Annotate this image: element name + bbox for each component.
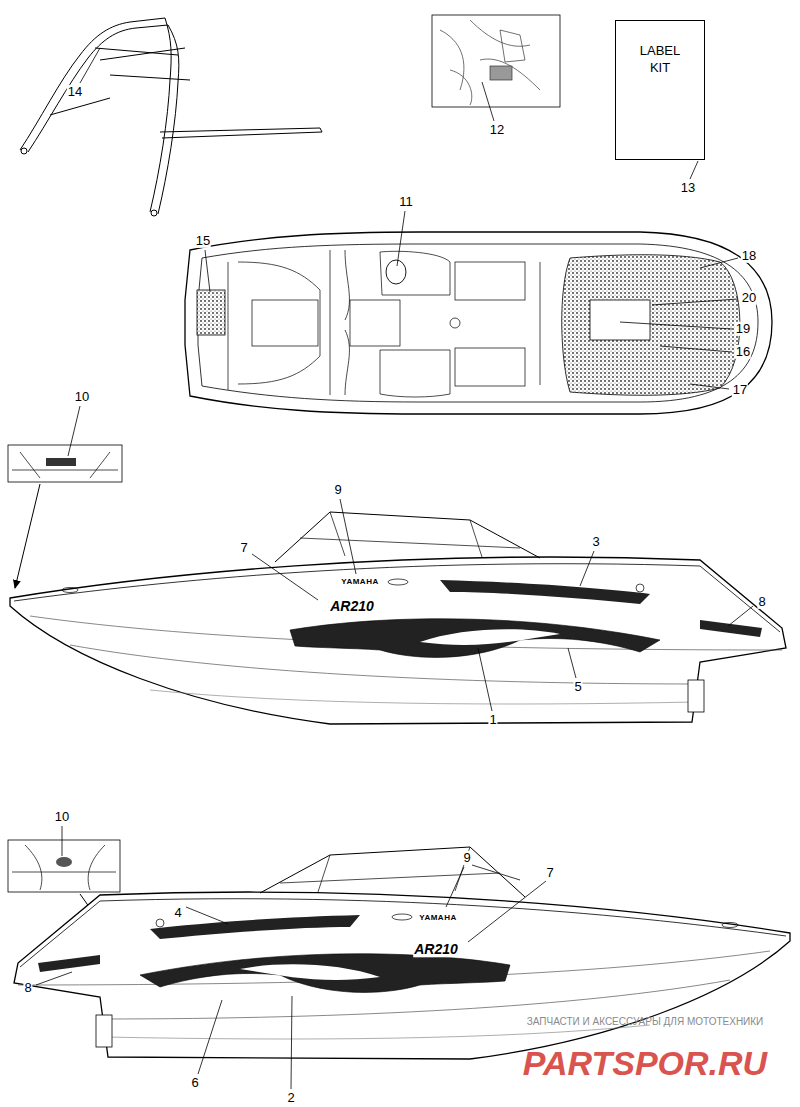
leader-line — [728, 606, 753, 626]
engine-hatch — [252, 300, 318, 346]
tower-foot — [21, 148, 27, 154]
leader-line — [690, 161, 698, 179]
inset-frame — [8, 445, 122, 482]
leader-line — [620, 322, 732, 329]
callout-number: 1 — [488, 713, 497, 727]
tower-drawing — [20, 18, 322, 216]
callout-number: 6 — [190, 1076, 199, 1090]
callout-number: 13 — [680, 181, 696, 195]
tower-leg — [150, 18, 171, 212]
tower-leg — [28, 25, 168, 152]
leader-line — [80, 48, 100, 83]
label-kit-box: LABEL KIT — [615, 20, 705, 160]
transom-label — [46, 458, 76, 466]
model-text: AR210 — [413, 942, 459, 957]
callout-number: 20 — [741, 291, 757, 305]
leader-line — [482, 82, 494, 121]
leader-line — [252, 554, 318, 600]
model-text: AR210 — [329, 599, 375, 614]
bow-seat — [455, 262, 525, 300]
leader-line — [468, 881, 546, 942]
callout-number: 8 — [23, 981, 32, 995]
leader-line — [652, 299, 738, 305]
transom-sketch — [12, 452, 118, 478]
helm — [380, 251, 450, 295]
view-arrow — [15, 484, 40, 588]
watermark: ЗАПЧАСТИ И АКСЕССУАРЫ ДЛЯ МОТОТЕХНИКИ — [526, 1016, 765, 1027]
leader-line — [472, 865, 520, 880]
callout-number: 5 — [573, 680, 582, 694]
steering-wheel — [386, 260, 406, 284]
leader-line — [478, 648, 492, 711]
callout-number: 17 — [732, 383, 748, 397]
callout-number: 2 — [286, 1091, 295, 1105]
bow-seat — [455, 348, 525, 386]
tower-bar — [95, 48, 190, 80]
top-deck — [198, 244, 758, 402]
tower-foot — [151, 210, 157, 216]
leader-line — [700, 258, 738, 268]
callout-number: 16 — [735, 345, 751, 359]
top-hull — [185, 232, 772, 414]
leader-line — [291, 996, 292, 1089]
callout-number: 11 — [398, 195, 414, 209]
leader-line — [397, 211, 405, 266]
bow-mat-center — [590, 300, 650, 340]
inset-detail — [440, 20, 540, 105]
inset-frame — [8, 840, 120, 892]
leader-lines — [36, 48, 753, 1089]
watermark: PARTSPOR.RU — [522, 1045, 768, 1082]
inset-label — [490, 66, 512, 80]
callout-number: 4 — [173, 906, 182, 920]
bow-label — [56, 857, 72, 867]
logo-text: YAMAHA — [340, 578, 379, 587]
leader-line — [36, 972, 72, 985]
callout-number: 10 — [74, 390, 90, 404]
leader-line — [68, 406, 80, 456]
callout-number: 8 — [757, 595, 766, 609]
callout-number: 19 — [735, 322, 751, 336]
box-text: LABEL KIT — [632, 43, 688, 77]
logo-text: YAMAHA — [418, 914, 457, 923]
passenger-console — [380, 350, 450, 397]
leader-line — [690, 384, 729, 389]
leader-line — [62, 826, 63, 856]
leader-line — [580, 551, 594, 586]
inset-sketch — [440, 20, 540, 105]
tower-brace — [50, 98, 110, 115]
callout-number: 10 — [54, 810, 70, 824]
leader-line — [446, 867, 464, 907]
leader-line — [568, 648, 576, 678]
walkway — [350, 300, 400, 346]
leader-line — [660, 346, 732, 352]
side-view — [10, 512, 786, 724]
seat-line — [330, 250, 349, 395]
side-view — [14, 847, 790, 1059]
stern-mat — [197, 290, 225, 335]
seat-line — [540, 262, 541, 385]
floor-hatch — [450, 318, 460, 328]
top-view — [185, 232, 772, 414]
callout-number: 12 — [489, 123, 505, 137]
callout-number: 3 — [591, 535, 600, 549]
leader-line — [340, 499, 356, 574]
leader-line — [186, 907, 228, 924]
leader-line — [205, 250, 210, 292]
callout-number: 18 — [741, 249, 757, 263]
callout-number: 15 — [195, 234, 211, 248]
rear-seat — [228, 262, 320, 390]
bow-mat — [562, 255, 740, 396]
bow-sketch — [12, 845, 116, 890]
callout-number: 7 — [239, 541, 248, 555]
callout-number: 7 — [545, 866, 554, 880]
leader-line — [198, 1000, 222, 1074]
callout-number: 14 — [67, 85, 83, 99]
callout-number: 9 — [462, 851, 471, 865]
inset-frame — [432, 15, 560, 107]
tower-brace — [160, 128, 322, 138]
callout-number: 9 — [333, 483, 342, 497]
